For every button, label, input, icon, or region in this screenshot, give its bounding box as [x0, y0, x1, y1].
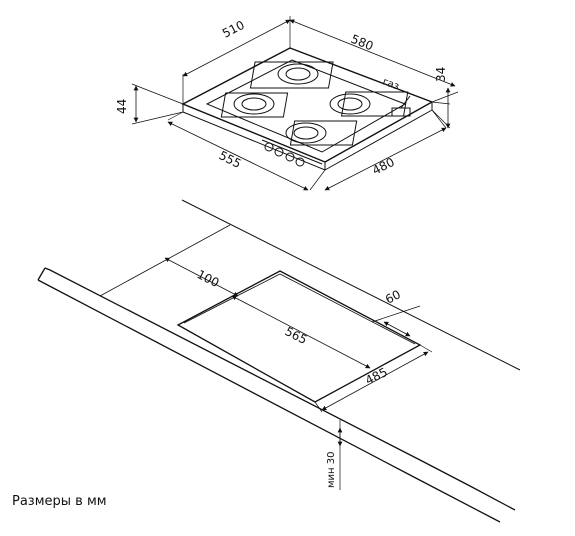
dim-34: 34 — [434, 67, 448, 82]
worktop-front-bottom — [37, 279, 501, 523]
burner-right — [329, 91, 409, 117]
units-caption: Размеры в мм — [12, 494, 107, 509]
worktop-back-edge — [181, 199, 521, 371]
dim-100: 100 — [195, 267, 222, 290]
dim-555: 555 — [217, 148, 244, 171]
gas-label: газ — [381, 76, 400, 92]
dim-565: 565 — [283, 324, 310, 347]
dim-44: 44 — [115, 99, 129, 114]
hob-glass-border — [205, 59, 407, 153]
burner-front — [285, 120, 358, 146]
gas-connector — [391, 107, 411, 117]
dim-580: 580 — [349, 32, 375, 54]
dim-480: 480 — [370, 155, 397, 178]
worktop-drawing — [37, 199, 521, 523]
hob-drawing — [131, 16, 459, 191]
dim-510: 510 — [220, 18, 247, 41]
worktop-front-edge — [44, 267, 516, 511]
burner-left — [220, 92, 289, 118]
dim-min-30: мин 30 — [326, 452, 337, 488]
dim-485: 485 — [363, 365, 390, 388]
dim-60: 60 — [383, 287, 403, 306]
